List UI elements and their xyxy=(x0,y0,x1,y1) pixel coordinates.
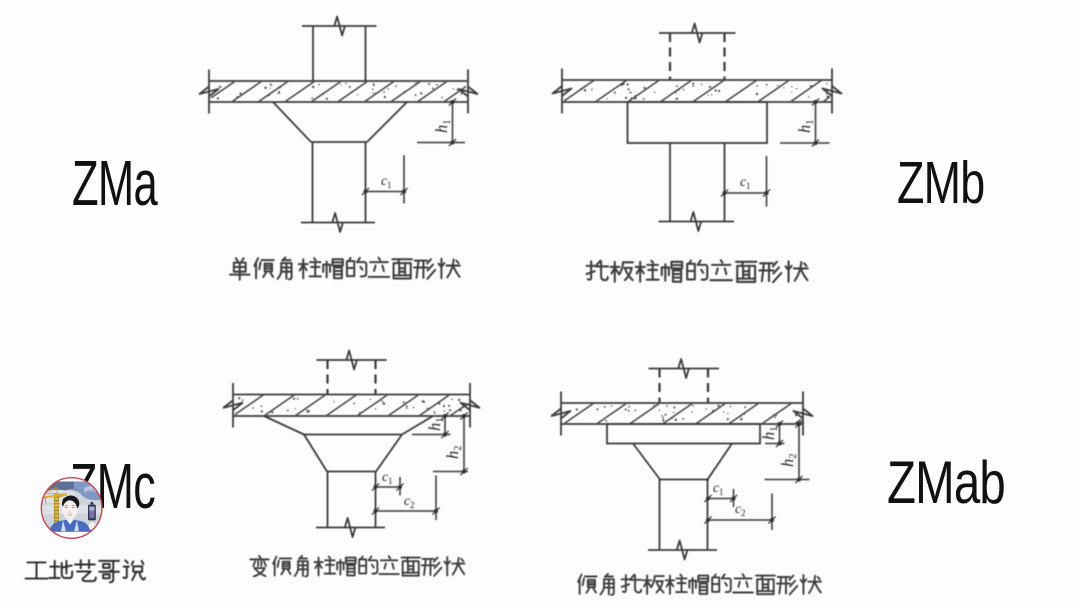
svg-text:c1: c1 xyxy=(381,173,392,190)
svg-text:h2: h2 xyxy=(778,454,799,468)
svg-text:c2: c2 xyxy=(735,501,746,518)
svg-text:c1: c1 xyxy=(713,480,724,497)
svg-text:c2: c2 xyxy=(404,493,415,510)
svg-text:h1: h1 xyxy=(432,120,453,134)
svg-text:h1: h1 xyxy=(759,427,780,441)
svg-text:c1: c1 xyxy=(382,469,393,486)
svg-text:c1: c1 xyxy=(740,174,751,191)
svg-text:h2: h2 xyxy=(443,446,464,460)
svg-text:h1: h1 xyxy=(795,120,816,134)
